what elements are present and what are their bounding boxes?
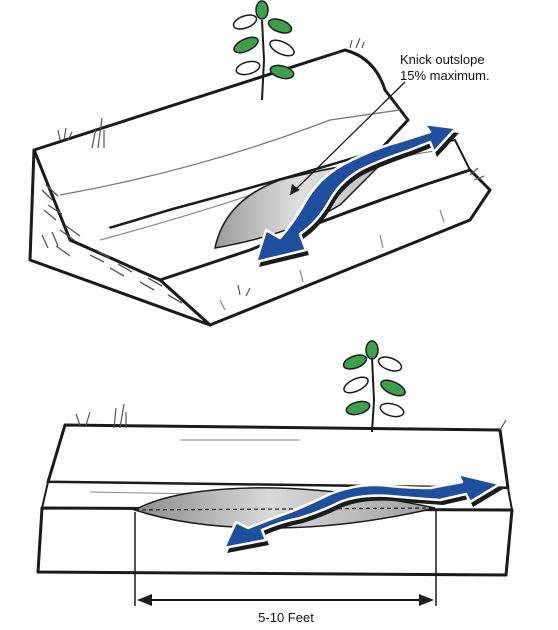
fill-detail-lines (219, 209, 445, 311)
dimension-arrow-left (137, 594, 152, 606)
flow-arrow (254, 122, 458, 264)
callout-leader-line (289, 81, 406, 196)
flow-arrow-elevation (222, 472, 502, 550)
callout-label-line1: Knick outslope (400, 52, 485, 67)
dimension-arrow-right (419, 594, 434, 606)
knick-centerline (134, 507, 436, 511)
callout-label-line2: 15% maximum. (400, 68, 490, 83)
callout-leader-arrowhead (290, 184, 300, 195)
perspective-view: Knick outslope 15% maximum. (28, 0, 492, 327)
dimension-label: 5-10 Feet (258, 610, 314, 625)
plant-icon-elevation (342, 340, 406, 433)
back-berm (46, 423, 510, 490)
cut-face-hatching (41, 184, 183, 304)
plant-icon (232, 0, 295, 101)
flow-arrow-shadow (259, 129, 459, 267)
road-inner-edge (59, 109, 401, 196)
cut-face (28, 148, 212, 327)
grass-tufts (57, 37, 485, 297)
grass-tufts-elevation (75, 403, 507, 431)
elevation-view: 5-10 Feet (36, 340, 514, 625)
